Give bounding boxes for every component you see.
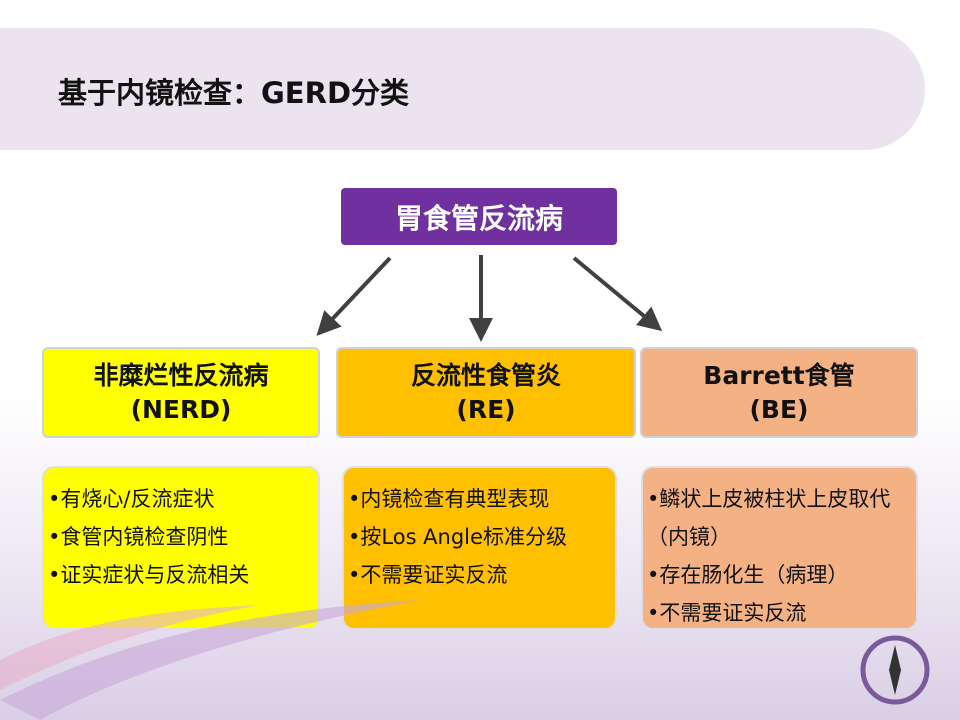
category-re: 反流性食管炎 (RE) bbox=[336, 347, 636, 438]
details-be: •鳞状上皮被柱状上皮取代（内镜） •存在肠化生（病理） •不需要证实反流 bbox=[641, 466, 918, 630]
root-node: 胃食管反流病 bbox=[341, 188, 617, 245]
detail-item: •证实症状与反流相关 bbox=[48, 563, 250, 587]
category-abbr: (RE) bbox=[456, 394, 516, 424]
detail-item: •不需要证实反流 bbox=[647, 601, 807, 625]
detail-item: •食管内镜检查阴性 bbox=[48, 525, 229, 549]
category-abbr: (NERD) bbox=[130, 394, 232, 424]
category-be: Barrett食管 (BE) bbox=[640, 347, 918, 438]
arrow-left bbox=[316, 256, 392, 336]
category-abbr: (BE) bbox=[749, 394, 809, 424]
category-name: Barrett食管 bbox=[703, 360, 855, 390]
detail-item: •有烧心/反流症状 bbox=[48, 487, 215, 511]
category-name: 反流性食管炎 bbox=[410, 360, 561, 390]
category-name: 非糜烂性反流病 bbox=[93, 360, 269, 390]
arrow-right bbox=[572, 256, 663, 332]
details-re: •内镜检查有典型表现 •按Los Angle标准分级 •不需要证实反流 bbox=[342, 466, 617, 630]
detail-item: •存在肠化生（病理） bbox=[647, 563, 849, 587]
details-nerd: •有烧心/反流症状 •食管内镜检查阴性 •证实症状与反流相关 bbox=[42, 466, 320, 630]
category-nerd: 非糜烂性反流病 (NERD) bbox=[42, 347, 320, 438]
detail-item: •鳞状上皮被柱状上皮取代（内镜） bbox=[647, 487, 891, 549]
detail-item: •不需要证实反流 bbox=[348, 563, 508, 587]
detail-item: •内镜检查有典型表现 bbox=[348, 487, 550, 511]
slide-title: 基于内镜检查：GERD分类 bbox=[58, 76, 410, 110]
detail-item: •按Los Angle标准分级 bbox=[348, 525, 567, 549]
header-band bbox=[0, 28, 925, 150]
